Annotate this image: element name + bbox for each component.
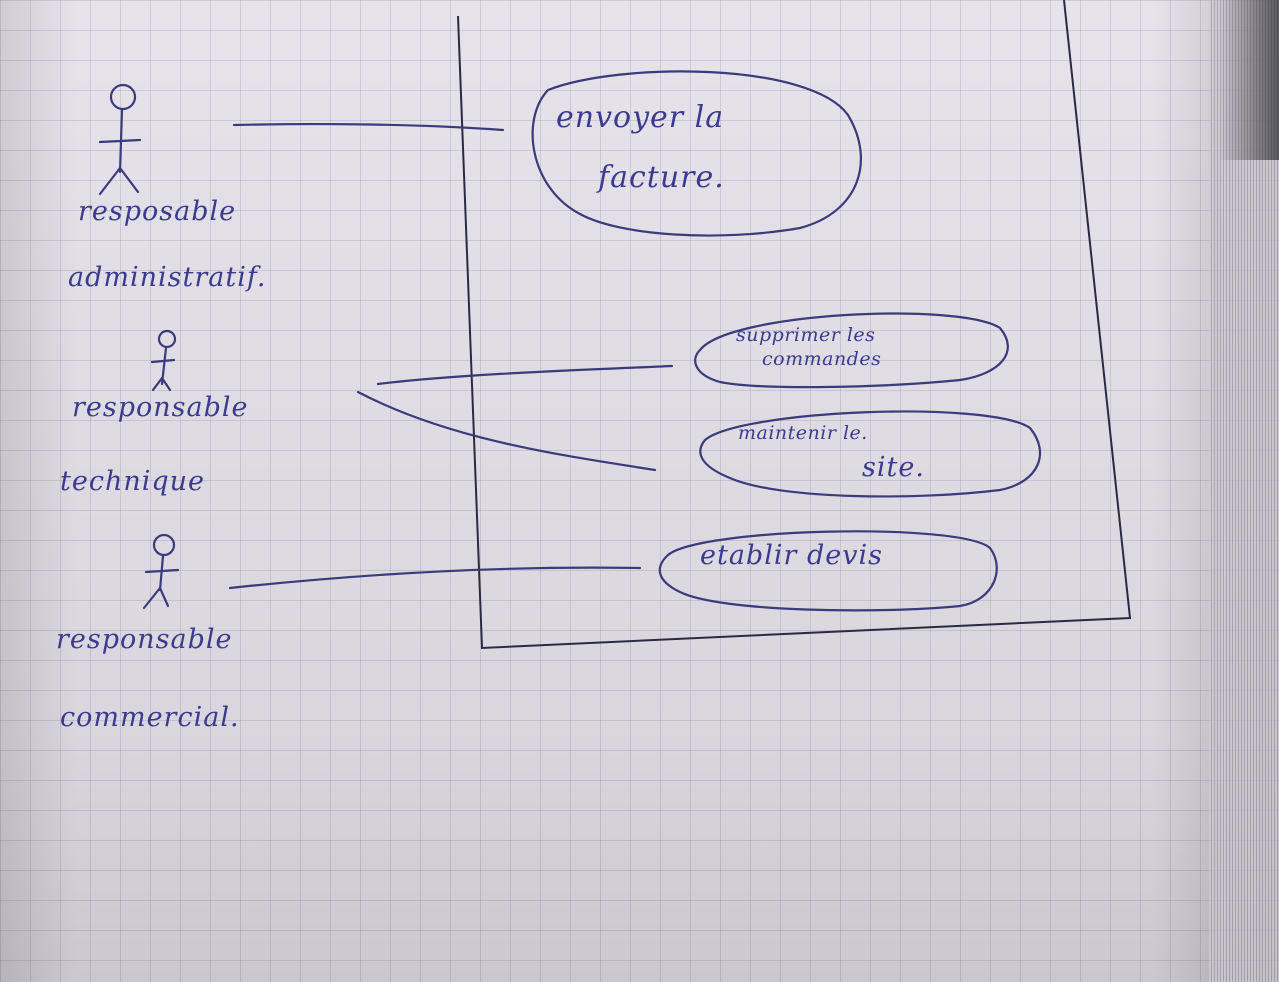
use-case-envoyer-facture-ellipse [531,70,863,237]
use-case-maintenir-site-ellipse [699,410,1042,498]
actor-commercial-label-line2: commercial. [60,702,240,733]
actor-commercial-label-line1: responsable [56,624,233,655]
actor-admin-label-line1: resposable [78,196,237,227]
use-case-envoyer-facture-label-line2: facture. [598,160,725,195]
association-commercial-etablir-devis [228,566,642,590]
association-tech-supprimer-commandes [376,364,674,386]
notebook-page-stack [1209,0,1279,982]
use-case-maintenir-site-label-line1: maintenir le. [738,422,868,444]
use-case-supprimer-commandes-label-line2: commandes [762,348,882,370]
actor-tech-label-line2: technique [60,466,206,497]
use-case-etablir-devis-label: etablir devis [700,540,883,571]
use-case-supprimer-commandes-label-line1: supprimer les [736,324,876,346]
system-boundary [457,0,1132,650]
actor-tech-icon [150,329,177,392]
actor-admin-label-line2: administratif. [68,262,267,293]
shadow-corner [1219,0,1279,160]
association-tech-maintenir-site [356,390,657,472]
actor-tech-label-line1: responsable [72,392,249,423]
use-case-envoyer-facture-label-line1: envoyer la [556,100,725,135]
use-case-maintenir-site-label-line2: site. [862,452,925,483]
association-admin-envoyer-facture [232,122,505,132]
actor-admin-icon [98,83,142,196]
use-case-supprimer-commandes-ellipse [694,312,1009,389]
actor-commercial-icon [142,533,180,610]
use-case-etablir-devis-ellipse [658,530,998,612]
